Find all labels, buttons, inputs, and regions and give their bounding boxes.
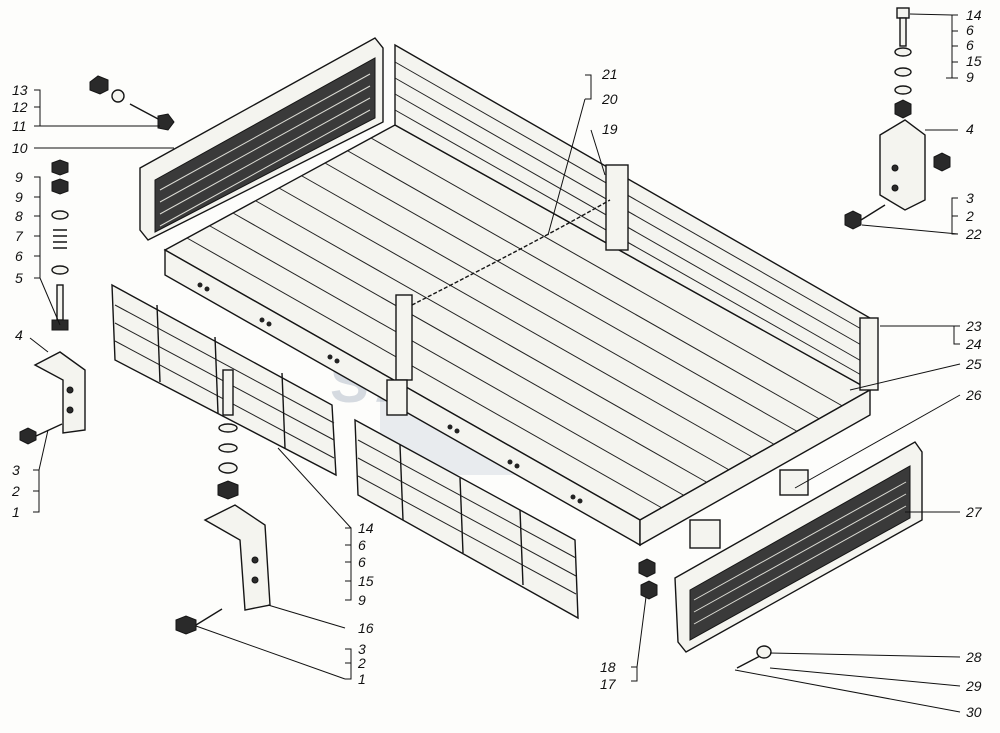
callout-7: 7	[15, 228, 24, 244]
callout-22: 22	[965, 226, 982, 242]
callout-3-left: 3	[12, 462, 20, 478]
callout-18: 18	[600, 659, 616, 675]
callout-2-right: 2	[965, 208, 974, 224]
right-side-board	[354, 418, 579, 620]
callout-9-mid: 9	[358, 592, 366, 608]
callout-10: 10	[12, 140, 28, 156]
callout-27: 27	[965, 504, 983, 520]
callout-9-right: 9	[966, 69, 974, 85]
callout-1-mid: 1	[358, 671, 366, 687]
callout-21: 21	[601, 66, 618, 82]
callout-15-mid: 15	[358, 573, 374, 589]
callout-3-mid: 3	[358, 641, 366, 657]
callout-29: 29	[965, 678, 982, 694]
callout-25: 25	[965, 356, 982, 372]
callout-labels: 13 12 11 10 9 9 8 7 6 5 4 3 2 1 14 6 6 1…	[11, 7, 983, 720]
callout-13: 13	[12, 82, 28, 98]
callout-9-b: 9	[15, 189, 23, 205]
callout-20: 20	[601, 91, 618, 107]
callout-4-left: 4	[15, 327, 23, 343]
callout-19: 19	[602, 121, 618, 137]
callout-6-right-b: 6	[966, 37, 974, 53]
callout-17: 17	[600, 676, 617, 692]
callout-4-right: 4	[966, 121, 974, 137]
callout-2-mid: 2	[357, 655, 366, 671]
rear-grille-board	[139, 37, 384, 241]
callout-2-left: 2	[11, 483, 20, 499]
callout-30: 30	[966, 704, 982, 720]
callout-11: 11	[12, 118, 27, 134]
top-left-bolt-group	[89, 75, 175, 131]
callout-6-mid-b: 6	[358, 554, 366, 570]
callout-8: 8	[15, 208, 23, 224]
front-board	[394, 43, 879, 392]
callout-5: 5	[15, 270, 23, 286]
chain-post	[386, 199, 611, 416]
left-hardware-stack	[19, 159, 86, 445]
callout-28: 28	[965, 649, 982, 665]
callout-24: 24	[965, 336, 982, 352]
tail-grille-board	[674, 441, 923, 653]
leader-lines	[29, 13, 961, 713]
callout-6: 6	[15, 248, 23, 264]
right-hardware-stack	[844, 7, 951, 230]
callout-6-mid-a: 6	[358, 537, 366, 553]
callout-1-left: 1	[12, 504, 20, 520]
callout-3-right: 3	[966, 190, 974, 206]
callout-14-right: 14	[966, 7, 982, 23]
callout-12: 12	[12, 99, 28, 115]
callout-26: 26	[965, 387, 982, 403]
middle-hardware-stack	[175, 369, 271, 635]
callout-16: 16	[358, 620, 374, 636]
callout-9-a: 9	[15, 169, 23, 185]
callout-14-mid: 14	[358, 520, 374, 536]
bottom-hardware	[638, 558, 772, 669]
callout-15-right: 15	[966, 53, 982, 69]
callout-23: 23	[965, 318, 982, 334]
callout-6-right-a: 6	[966, 22, 974, 38]
